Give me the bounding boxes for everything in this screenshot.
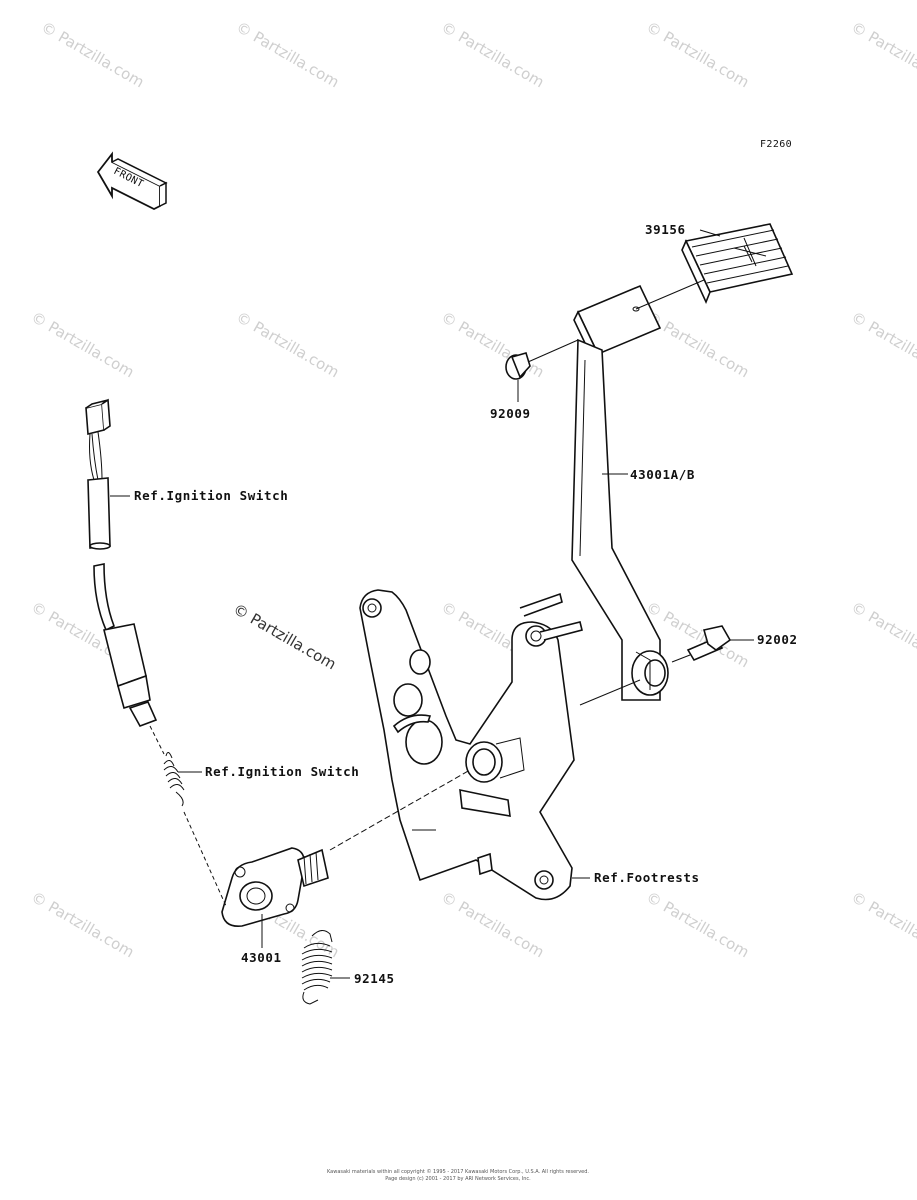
leader-lines <box>110 229 754 979</box>
watermark: © Partzilla.com <box>233 18 342 91</box>
watermark: © Partzilla.com <box>438 888 547 961</box>
watermark: © Partzilla.com <box>28 308 137 381</box>
switch-spring-part <box>163 752 185 807</box>
watermark: © Partzilla.com <box>643 18 752 91</box>
ignition-switch-part <box>93 563 158 727</box>
label-92145[interactable]: 92145 <box>354 971 395 986</box>
figure-code: F2260 <box>760 139 792 150</box>
label-92002[interactable]: 92002 <box>757 632 798 647</box>
footrest-bracket-part <box>359 589 583 901</box>
label-39156[interactable]: 39156 <box>645 222 686 237</box>
label-ref-ignition-switch-top[interactable]: Ref.Ignition Switch <box>134 488 288 503</box>
brake-lever-part <box>221 847 329 928</box>
label-ref-footrests[interactable]: Ref.Footrests <box>594 870 700 885</box>
nut-part <box>505 339 579 380</box>
footer-copyright: Kawasaki materials within all copyright … <box>327 1168 589 1175</box>
front-arrow-icon: FRONT <box>96 151 168 211</box>
watermark: © Partzilla.com <box>438 18 547 91</box>
watermark: © Partzilla.com <box>28 888 137 961</box>
watermark: © Partzilla.com <box>848 18 917 91</box>
ignition-connector-part <box>85 398 111 550</box>
spring-part <box>301 930 333 1005</box>
watermark: © Partzilla.com <box>848 888 917 961</box>
watermark: © Partzilla.com <box>643 308 752 381</box>
watermark: © Partzilla.com <box>848 308 917 381</box>
label-ref-ignition-switch-spring[interactable]: Ref.Ignition Switch <box>205 764 359 779</box>
center-watermark: © Partzilla.com <box>230 600 339 673</box>
watermark: © Partzilla.com <box>38 18 147 91</box>
watermark: © Partzilla.com <box>643 888 752 961</box>
label-43001[interactable]: 43001 <box>241 950 282 965</box>
pedal-pad-part <box>681 223 794 305</box>
watermark: © Partzilla.com <box>438 308 547 381</box>
watermark: © Partzilla.com <box>233 308 342 381</box>
watermark: © Partzilla.com <box>848 598 917 671</box>
pedal-lever-part <box>571 338 669 701</box>
label-43001ab[interactable]: 43001A/B <box>630 467 695 482</box>
bolt-part <box>671 625 732 663</box>
footer-design: Page design (c) 2001 - 2017 by ARI Netwo… <box>385 1176 531 1182</box>
label-92009[interactable]: 92009 <box>490 406 531 421</box>
assembly-lines <box>149 679 641 907</box>
